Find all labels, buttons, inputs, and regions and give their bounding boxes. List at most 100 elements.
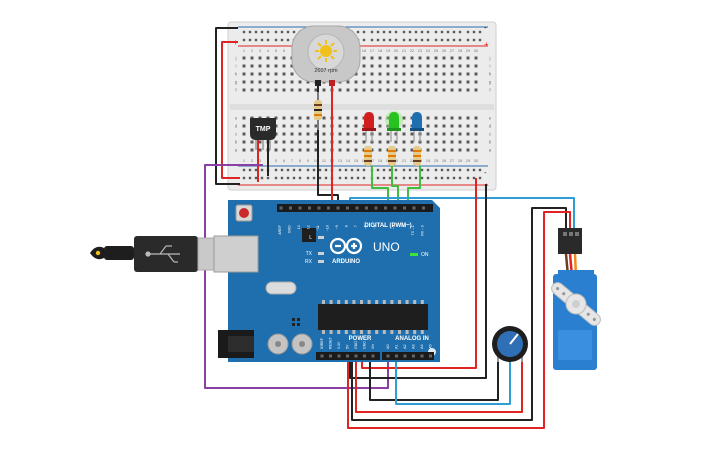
power-pin-hole[interactable] — [371, 354, 375, 358]
digital-pin-hole[interactable] — [412, 206, 416, 210]
chip-pin — [405, 300, 409, 304]
breadboard-rail-hole — [242, 168, 246, 172]
digital-pin-hole[interactable] — [279, 206, 283, 210]
breadboard-hole — [242, 72, 246, 76]
analog-pin-hole[interactable] — [403, 354, 407, 358]
led-resistors — [364, 146, 421, 166]
digital-pin-hole[interactable] — [317, 206, 321, 210]
analog-pin-hole[interactable] — [420, 354, 424, 358]
analog-pin-hole[interactable] — [429, 354, 432, 358]
digital-pin-hole[interactable] — [355, 206, 359, 210]
digital-pin-label: ~3 — [392, 225, 396, 229]
resistor-led3[interactable] — [413, 146, 421, 166]
breadboard-rail-hole — [362, 30, 366, 34]
digital-pin-label: AREF — [278, 224, 282, 234]
breadboard-row-letter: d — [235, 124, 238, 129]
breadboard-rail-hole — [440, 38, 444, 42]
power-pin-hole[interactable] — [320, 354, 324, 358]
digital-pin-hole[interactable] — [308, 206, 311, 210]
board-brand: ARDUINO — [332, 259, 360, 265]
breadboard-hole — [426, 116, 430, 120]
breadboard-hole — [410, 140, 414, 144]
breadboard-hole — [466, 88, 470, 92]
breadboard-rail-hole — [426, 30, 430, 34]
digital-pin-hole[interactable] — [393, 206, 397, 210]
breadboard-column-number: 27 — [450, 48, 455, 53]
usb-cable[interactable] — [90, 236, 215, 272]
breadboard-rail-hole — [356, 30, 360, 34]
analog-pin-label: A3 — [412, 344, 416, 349]
breadboard-rail-hole — [248, 176, 252, 180]
led-red-body — [364, 112, 374, 130]
breadboard-row-letter: f — [235, 88, 237, 93]
breadboard-hole — [474, 72, 478, 76]
digital-pin-hole[interactable] — [384, 206, 387, 210]
digital-pin-hole[interactable] — [422, 206, 425, 210]
digital-pin-hole[interactable] — [374, 206, 378, 210]
breadboard-rail-hole — [440, 176, 444, 180]
analog-pin-hole[interactable] — [412, 354, 415, 358]
power-pin-hole[interactable] — [354, 354, 358, 358]
breadboard-hole — [402, 56, 406, 60]
breadboard-column-number: 5 — [275, 158, 278, 163]
dc-motor[interactable]: 2607 rpm — [291, 25, 361, 86]
potentiometer[interactable] — [492, 326, 528, 362]
breadboard-row-letter: g — [489, 80, 492, 85]
breadboard-column-number: 18 — [378, 158, 383, 163]
digital-pin-hole[interactable] — [336, 206, 340, 210]
servo-connector — [558, 228, 582, 254]
power-pin-hole[interactable] — [329, 354, 332, 358]
breadboard-hole — [378, 88, 382, 92]
breadboard-hole — [410, 64, 414, 68]
servo-horn[interactable] — [547, 277, 606, 331]
breadboard-column-number: 26 — [442, 158, 447, 163]
digital-pin-hole[interactable] — [327, 206, 330, 210]
led-blue[interactable] — [410, 112, 424, 142]
breadboard-hole — [474, 56, 478, 60]
power-pin-hole[interactable] — [337, 354, 341, 358]
breadboard-rail-hole — [324, 168, 328, 172]
analog-pin-hole[interactable] — [386, 354, 390, 358]
digital-pin-hole[interactable] — [289, 206, 292, 210]
digital-pin-hole[interactable] — [365, 206, 368, 210]
breadboard-hole — [322, 132, 326, 136]
chip-pin — [375, 300, 379, 304]
power-pin-hole[interactable] — [346, 354, 349, 358]
breadboard-rail-hole — [362, 168, 366, 172]
breadboard-hole — [338, 88, 342, 92]
analog-pin-hole[interactable] — [395, 354, 398, 358]
breadboard-hole — [394, 140, 398, 144]
breadboard-hole — [362, 132, 366, 136]
breadboard-hole — [402, 80, 406, 84]
breadboard-hole — [266, 88, 270, 92]
chip-pin — [367, 300, 371, 304]
breadboard-hole — [458, 56, 462, 60]
resistor-led1[interactable] — [364, 146, 372, 166]
breadboard-hole — [458, 148, 462, 152]
breadboard-hole — [410, 132, 414, 136]
digital-pin-hole[interactable] — [346, 206, 349, 210]
wire-black-rail-left — [215, 27, 240, 185]
resistor-led2[interactable] — [388, 146, 396, 166]
led-red[interactable] — [362, 112, 376, 142]
led-green[interactable] — [385, 111, 403, 142]
power-pin-hole[interactable] — [363, 354, 366, 358]
breadboard-rail-hole — [446, 168, 450, 172]
power-pin-label: GND — [354, 341, 358, 349]
breadboard-rail-hole — [280, 30, 284, 34]
resistor-motor[interactable] — [314, 92, 322, 130]
digital-pin-hole[interactable] — [403, 206, 406, 210]
servo-motor[interactable] — [547, 228, 606, 370]
temperature-sensor[interactable]: TMP — [250, 118, 276, 150]
breadboard-hole — [442, 72, 446, 76]
breadboard-hole — [290, 140, 294, 144]
reset-button[interactable] — [235, 204, 253, 222]
breadboard-hole — [378, 56, 382, 60]
digital-pin-hole[interactable] — [298, 206, 302, 210]
breadboard-hole — [386, 140, 390, 144]
breadboard-hole — [266, 64, 270, 68]
breadboard-rail-hole — [408, 38, 412, 42]
breadboard-row-letter: a — [235, 148, 238, 153]
